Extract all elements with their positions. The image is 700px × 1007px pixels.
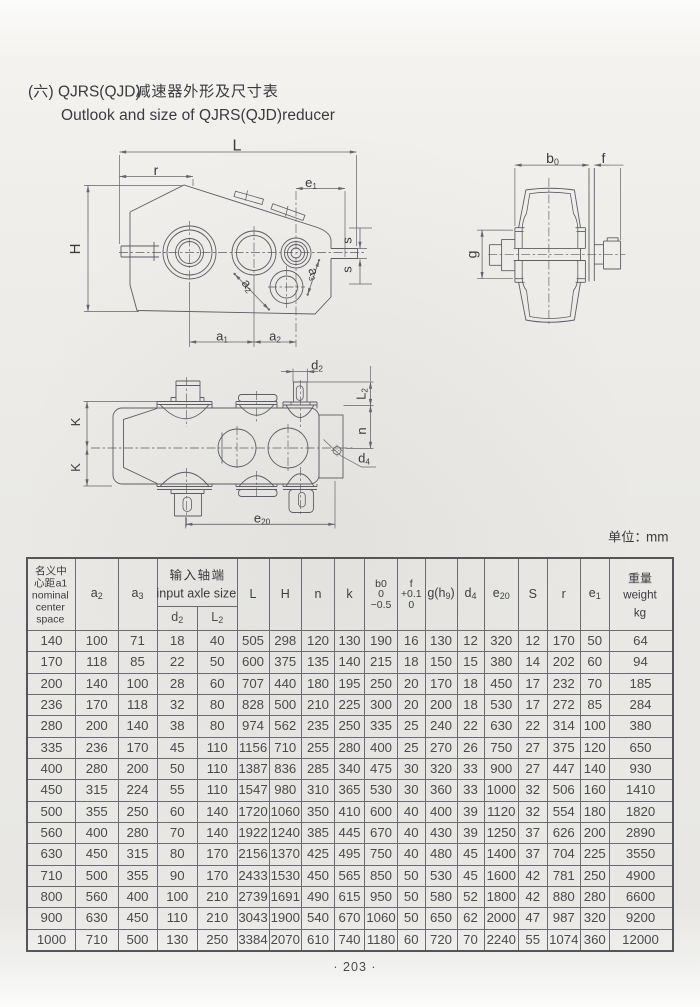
svg-text:n: n	[354, 427, 369, 434]
svg-text:a3: a3	[304, 266, 323, 283]
svg-text:H: H	[67, 244, 84, 255]
svg-text:(: (	[28, 84, 34, 101]
svg-text:K: K	[68, 417, 83, 426]
svg-text:a1: a1	[56, 578, 68, 590]
svg-text:K: K	[68, 463, 83, 472]
svg-text:mm: mm	[646, 530, 669, 545]
svg-text:b0: b0	[546, 150, 559, 167]
svg-text:a2: a2	[269, 328, 281, 344]
svg-text:a1: a1	[216, 328, 228, 344]
svg-text:center: center	[36, 602, 66, 614]
svg-text:L2: L2	[354, 388, 370, 400]
svg-text:d2: d2	[311, 357, 323, 373]
svg-text:input axle size: input axle size	[156, 587, 236, 601]
svg-text:e1: e1	[305, 175, 317, 191]
svg-text:s: s	[340, 237, 355, 244]
svg-text:a2: a2	[238, 276, 258, 296]
svg-text:e20: e20	[254, 510, 271, 526]
svg-text:d4: d4	[358, 451, 370, 467]
svg-text:space: space	[36, 614, 64, 626]
svg-text:kg: kg	[634, 607, 646, 620]
svg-text:r: r	[154, 162, 159, 178]
svg-text:f: f	[602, 150, 606, 166]
svg-text:nominal: nominal	[32, 590, 69, 602]
svg-text:) QJRS(QJD): ) QJRS(QJD)	[49, 84, 141, 101]
svg-text:weight: weight	[622, 589, 657, 602]
svg-text:Outlook and size of QJRS(QJD)r: Outlook and size of QJRS(QJD)reducer	[61, 107, 335, 124]
svg-text:g: g	[464, 251, 480, 259]
svg-text:L: L	[233, 137, 242, 154]
svg-text:s: s	[340, 266, 355, 273]
